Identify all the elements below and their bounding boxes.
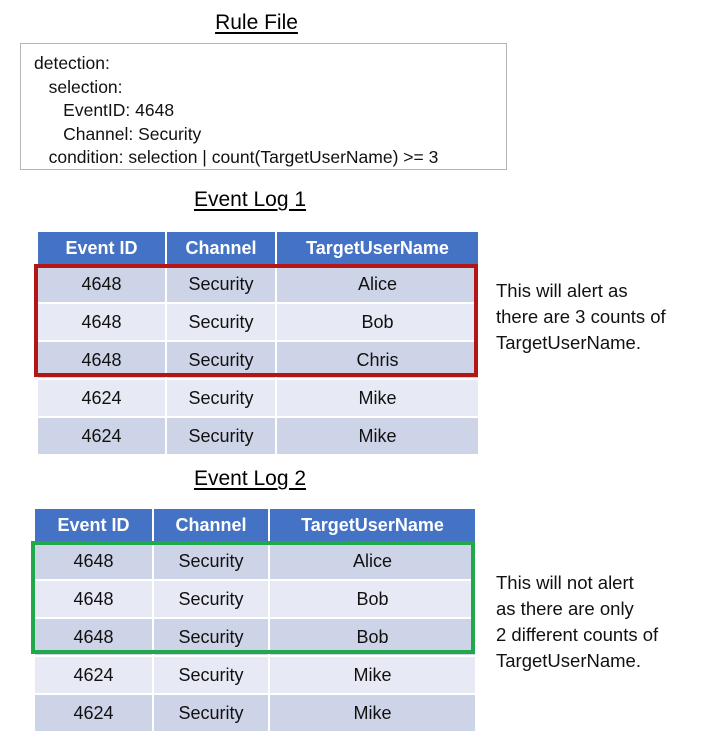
cell-event-id: 4648 — [35, 618, 154, 657]
cell-targetusername: Mike — [269, 694, 475, 731]
cell-channel: Security — [153, 656, 270, 695]
cell-event-id: 4648 — [35, 580, 154, 619]
table-header-row: Event ID Channel TargetUserName — [38, 232, 478, 266]
table-row: 4648 Security Alice — [38, 265, 478, 304]
column-header-targetusername: TargetUserName — [269, 509, 475, 543]
cell-channel: Security — [166, 303, 277, 342]
cell-targetusername: Alice — [269, 542, 475, 581]
cell-targetusername: Bob — [269, 618, 475, 657]
table-row: 4624 Security Mike — [38, 417, 478, 454]
cell-targetusername: Chris — [276, 341, 478, 380]
column-header-channel: Channel — [166, 232, 277, 266]
cell-channel: Security — [166, 417, 277, 454]
event-log-1-table: Event ID Channel TargetUserName 4648 Sec… — [38, 232, 478, 454]
cell-channel: Security — [166, 265, 277, 304]
rule-file-title: Rule File — [215, 11, 298, 34]
cell-channel: Security — [153, 542, 270, 581]
column-header-event-id: Event ID — [38, 232, 167, 266]
cell-event-id: 4624 — [38, 379, 167, 418]
event-log-1-title: Event Log 1 — [193, 188, 307, 211]
cell-targetusername: Bob — [276, 303, 478, 342]
table-row: 4648 Security Bob — [35, 618, 475, 657]
cell-targetusername: Bob — [269, 580, 475, 619]
cell-channel: Security — [153, 618, 270, 657]
cell-event-id: 4624 — [38, 417, 167, 454]
event-log-2-table: Event ID Channel TargetUserName 4648 Sec… — [35, 509, 475, 731]
table-row: 4624 Security Mike — [38, 379, 478, 418]
cell-targetusername: Mike — [276, 379, 478, 418]
cell-event-id: 4648 — [38, 265, 167, 304]
cell-event-id: 4624 — [35, 656, 154, 695]
table-row: 4648 Security Bob — [35, 580, 475, 619]
cell-event-id: 4624 — [35, 694, 154, 731]
cell-channel: Security — [153, 580, 270, 619]
cell-targetusername: Mike — [269, 656, 475, 695]
table-row: 4624 Security Mike — [35, 694, 475, 731]
cell-channel: Security — [166, 379, 277, 418]
table-row: 4624 Security Mike — [35, 656, 475, 695]
table-header-row: Event ID Channel TargetUserName — [35, 509, 475, 543]
table-row: 4648 Security Chris — [38, 341, 478, 380]
cell-targetusername: Mike — [276, 417, 478, 454]
cell-channel: Security — [153, 694, 270, 731]
cell-targetusername: Alice — [276, 265, 478, 304]
no-alert-annotation-text: This will not alert as there are only 2 … — [496, 572, 659, 671]
rule-file-box: detection: selection: EventID: 4648 Chan… — [20, 43, 507, 170]
cell-event-id: 4648 — [38, 341, 167, 380]
cell-channel: Security — [166, 341, 277, 380]
table-row: 4648 Security Bob — [38, 303, 478, 342]
rule-file-code: detection: selection: EventID: 4648 Chan… — [34, 53, 439, 167]
table-row: 4648 Security Alice — [35, 542, 475, 581]
alert-annotation-text: This will alert as there are 3 counts of… — [496, 280, 666, 353]
event-log-2-title: Event Log 2 — [193, 467, 307, 490]
column-header-channel: Channel — [153, 509, 270, 543]
column-header-targetusername: TargetUserName — [276, 232, 478, 266]
cell-event-id: 4648 — [35, 542, 154, 581]
cell-event-id: 4648 — [38, 303, 167, 342]
column-header-event-id: Event ID — [35, 509, 154, 543]
